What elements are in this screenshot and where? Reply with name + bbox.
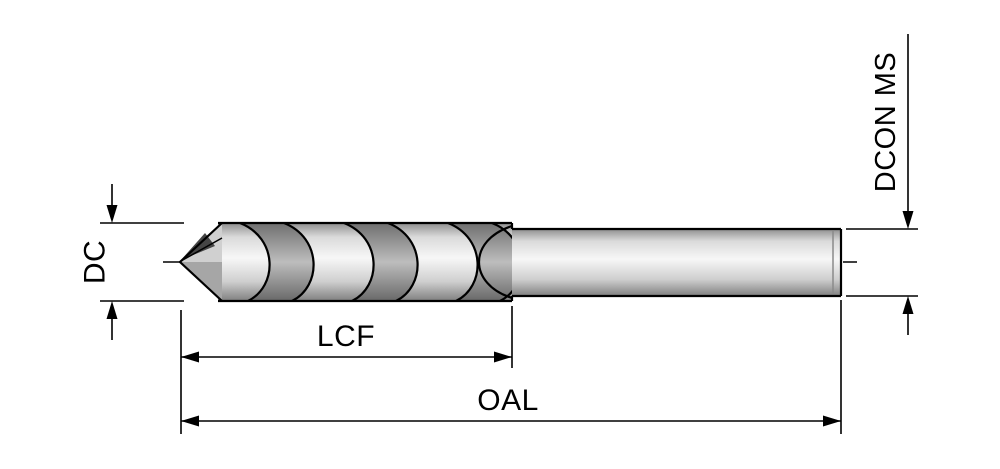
drill-tip: [178, 222, 223, 302]
dc-dimension: DC: [79, 184, 184, 340]
oal-label: OAL: [477, 384, 539, 417]
tip-outline: [178, 222, 223, 302]
lcf-dimension: LCF: [180, 306, 513, 434]
arrow-right-icon: [494, 351, 512, 363]
shank-body: [505, 229, 841, 296]
dcon-ms-label: DCON MS: [870, 52, 902, 192]
dcon-dimension: DCON MS: [846, 34, 918, 335]
arrow-left-icon: [181, 415, 199, 427]
arrow-down-icon: [902, 211, 914, 229]
flute-runout-curve: [477, 224, 513, 300]
flute-edge-lines: [239, 222, 315, 302]
arrow-left-icon: [181, 351, 199, 363]
arrow-up-icon: [902, 296, 914, 314]
arrow-up-icon: [106, 301, 118, 319]
drill-shank: [505, 227, 843, 298]
flute-groove: [240, 223, 314, 301]
tip-facet-line: [180, 237, 223, 262]
flute-edge-lines: [343, 222, 419, 302]
shank-outline: [512, 227, 843, 298]
dc-label: DC: [79, 240, 112, 284]
oal-dimension: OAL: [181, 300, 842, 434]
arrow-down-icon: [106, 205, 118, 223]
arrow-right-icon: [823, 415, 841, 427]
drill-flutes: [218, 221, 514, 303]
lcf-label: LCF: [317, 320, 375, 353]
flute-outline: [218, 221, 512, 303]
flute-groove: [344, 223, 418, 301]
